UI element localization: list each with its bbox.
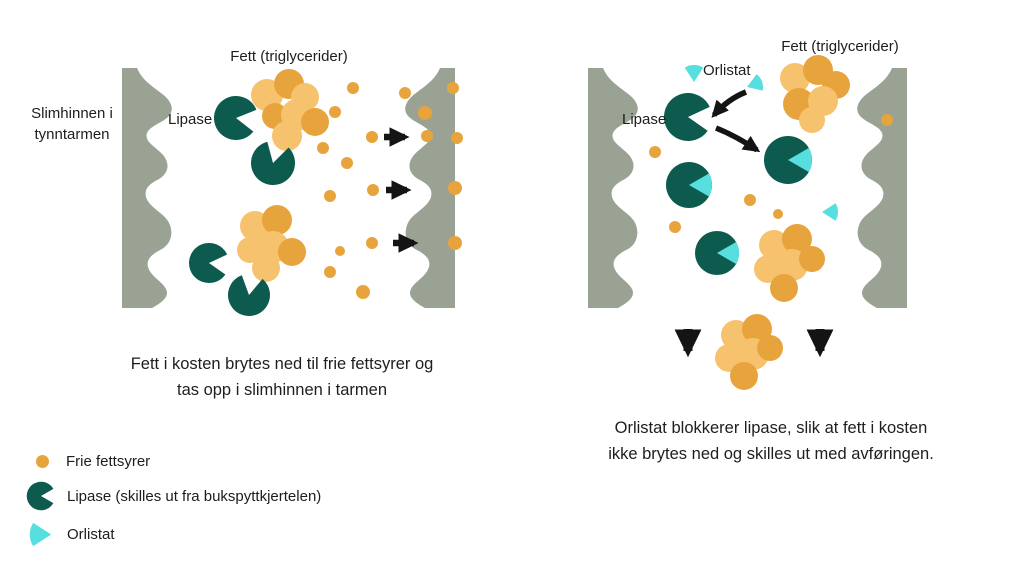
lipase-blocked-icon	[666, 162, 712, 208]
orlistat-wedge-icon	[684, 64, 704, 82]
orlistat-label: Orlistat	[703, 62, 751, 79]
legend-item-orlistat: Orlistat	[28, 521, 115, 547]
membrane-label-line1: Slimhinnen i	[31, 105, 113, 122]
fatty-acid-dot-icon	[447, 82, 459, 94]
fatty-acid-dot-icon	[421, 130, 433, 142]
fatty-acid-dot-icon	[347, 82, 359, 94]
free-fatty-acid-dot-icon	[36, 454, 49, 468]
fatty-acid-dot-icon	[649, 146, 661, 158]
fatty-acid-dot-icon	[366, 237, 378, 249]
fat-cluster-icon	[237, 205, 306, 282]
lipase-label-right: Lipase	[622, 111, 667, 128]
left-panel-shapes	[122, 68, 463, 320]
fatty-acid-dot-icon	[367, 184, 379, 196]
fat-label-right: Fett (triglycerider)	[781, 38, 899, 55]
caption-left-line1: Fett i kosten brytes ned til frie fettsy…	[130, 355, 434, 373]
lipase-icon	[211, 93, 258, 143]
membrane-right-wall-icon	[405, 68, 455, 308]
free-fatty-acid-dots	[317, 82, 463, 299]
legend-item-lipase: Lipase (skilles ut fra bukspyttkjertelen…	[26, 481, 321, 511]
free-fatty-acid-dots	[649, 114, 893, 233]
caption-left: Fett i kosten brytes ned til frie fettsy…	[92, 352, 472, 403]
lipase-icon	[661, 90, 711, 143]
fatty-acid-dot-icon	[335, 246, 345, 256]
fat-cluster-icon	[251, 69, 329, 151]
fatty-acid-dot-icon	[329, 106, 341, 118]
fatty-acid-dot-icon	[448, 181, 462, 195]
lipase-icon	[187, 241, 228, 285]
fatty-acid-dot-icon	[356, 285, 370, 299]
fatty-acid-dot-icon	[773, 209, 783, 219]
orlistat-wedge-icon	[822, 203, 839, 221]
fatty-acid-dot-icon	[418, 106, 432, 120]
lipase-pacman-icon	[26, 481, 54, 511]
fatty-acid-dot-icon	[366, 131, 378, 143]
caption-left-line2: tas opp i slimhinnen i tarmen	[176, 380, 388, 399]
fat-cluster-icon	[780, 55, 850, 133]
right-panel-shapes	[588, 55, 907, 390]
fatty-acid-dot-icon	[669, 221, 681, 233]
fat-cluster-icon	[715, 314, 783, 390]
caption-right-line2: ikke brytes ned og skilles ut med avføri…	[608, 444, 934, 463]
membrane-label: Slimhinnen i tynntarmen	[10, 103, 134, 145]
fat-cluster-icon	[754, 224, 825, 302]
orlistat-wedge-icon	[29, 522, 52, 546]
legend-item-free-fatty-acids: Frie fettsyrer	[36, 451, 150, 471]
fatty-acid-dot-icon	[399, 87, 411, 99]
legend-label: Lipase (skilles ut fra bukspyttkjertelen…	[67, 487, 322, 505]
legend-label: Orlistat	[67, 525, 115, 543]
caption-right-line1: Orlistat blokkerer lipase, slik at fett …	[614, 419, 928, 437]
fatty-acid-dot-icon	[324, 266, 336, 278]
caption-right: Orlistat blokkerer lipase, slik at fett …	[574, 416, 968, 467]
lipase-blocked-icon	[764, 136, 812, 184]
fatty-acid-dot-icon	[744, 194, 756, 206]
fatty-acid-dot-icon	[317, 142, 329, 154]
fatty-acid-dot-icon	[881, 114, 893, 126]
fat-label-left: Fett (triglycerider)	[230, 48, 348, 65]
block-arrow-icon	[711, 89, 748, 118]
lipase-blocked-icon	[695, 231, 739, 275]
lipase-label-left: Lipase	[168, 111, 213, 128]
membrane-left-wall-icon	[588, 68, 638, 308]
fatty-acid-dot-icon	[448, 236, 462, 250]
fatty-acid-dot-icon	[324, 190, 336, 202]
fatty-acid-dot-icon	[341, 157, 353, 169]
fatty-acid-dot-icon	[451, 132, 463, 144]
legend-label: Frie fettsyrer	[66, 452, 151, 470]
block-arrow-icon	[714, 125, 761, 153]
membrane-label-line2: tynntarmen	[34, 126, 110, 143]
membrane-right-wall-icon	[857, 68, 907, 308]
